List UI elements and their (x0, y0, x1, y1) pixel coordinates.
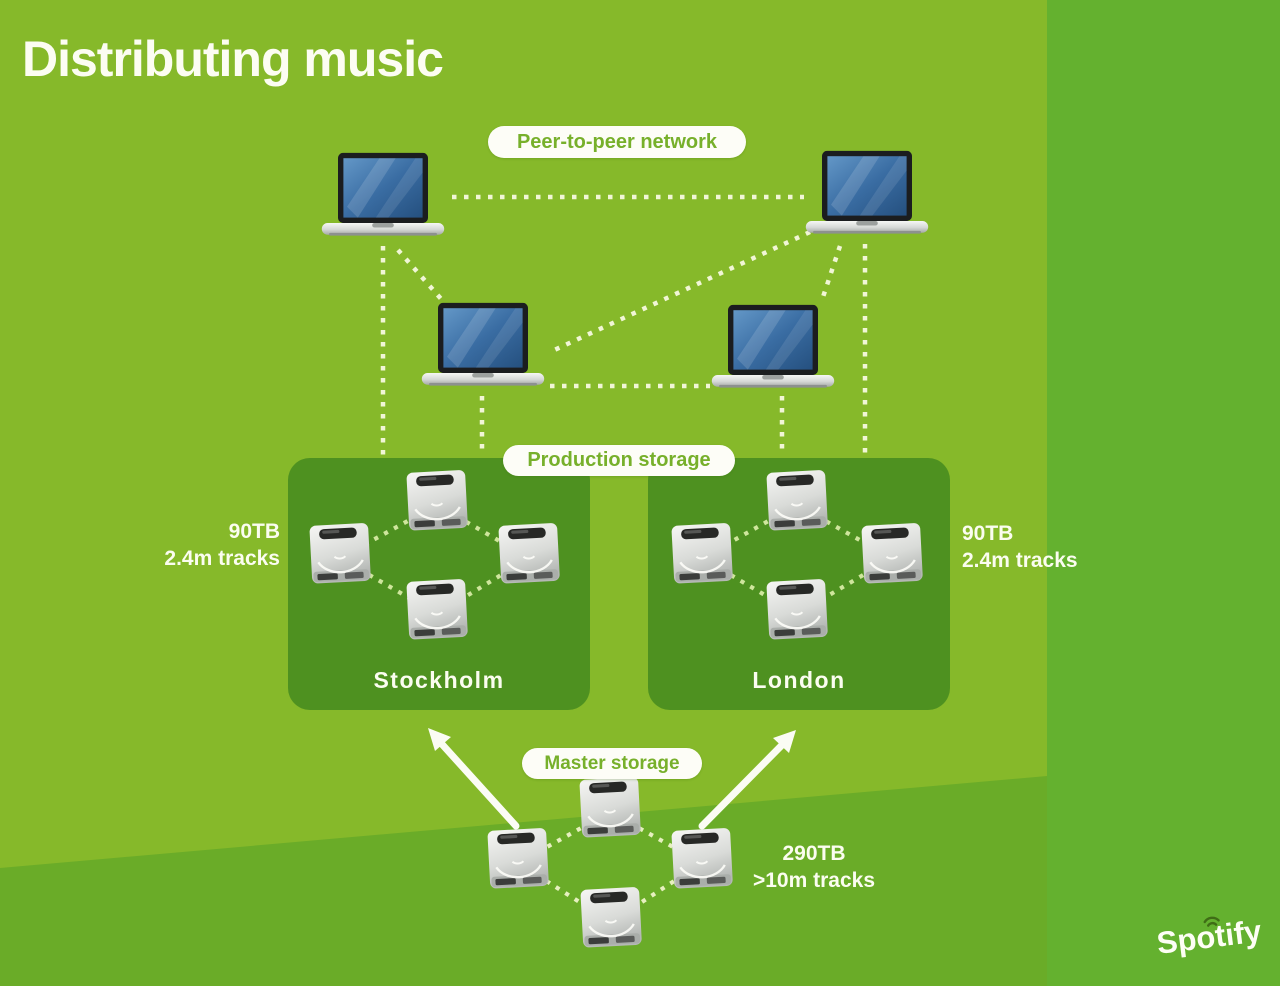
capacity-value: 90TB (962, 522, 1014, 545)
laptop-icon (804, 148, 930, 240)
laptop-icon (710, 302, 836, 394)
laptop-icon (320, 150, 446, 242)
hard-drive-icon (852, 522, 932, 594)
hard-drive-icon (757, 469, 837, 541)
master-storage-badge: Master storage (522, 748, 702, 779)
capacity-value: 90TB (228, 520, 280, 543)
laptop-icon (420, 300, 546, 392)
tracks-value: >10m tracks (752, 869, 875, 892)
hard-drive-icon (662, 522, 742, 594)
tracks-value: 2.4m tracks (164, 547, 280, 570)
spotify-swirl-icon (1203, 916, 1220, 927)
hard-drive-icon (489, 522, 569, 594)
stockholm-capacity-label: 90TB 2.4m tracks (120, 518, 280, 572)
hard-drive-icon (571, 886, 651, 958)
spotify-logo: Spotify (1155, 910, 1280, 985)
hard-drive-icon (397, 578, 477, 650)
master-capacity-label: 290TB >10m tracks (744, 840, 884, 894)
capacity-value: 290TB (782, 842, 846, 865)
hard-drive-icon (662, 827, 742, 899)
peer-to-peer-network-badge: Peer-to-peer network (488, 126, 746, 158)
hard-drive-icon (397, 469, 477, 541)
tracks-value: 2.4m tracks (962, 549, 1078, 572)
hard-drive-icon (478, 827, 558, 899)
production-storage-badge: Production storage (503, 445, 735, 476)
hard-drive-icon (757, 578, 837, 650)
hard-drive-icon (570, 776, 650, 848)
page-title: Distributing music (22, 31, 444, 87)
london-capacity-label: 90TB 2.4m tracks (962, 520, 1142, 574)
hard-drive-icon (300, 522, 380, 594)
london-label: London (752, 667, 846, 693)
stockholm-label: Stockholm (373, 667, 505, 693)
